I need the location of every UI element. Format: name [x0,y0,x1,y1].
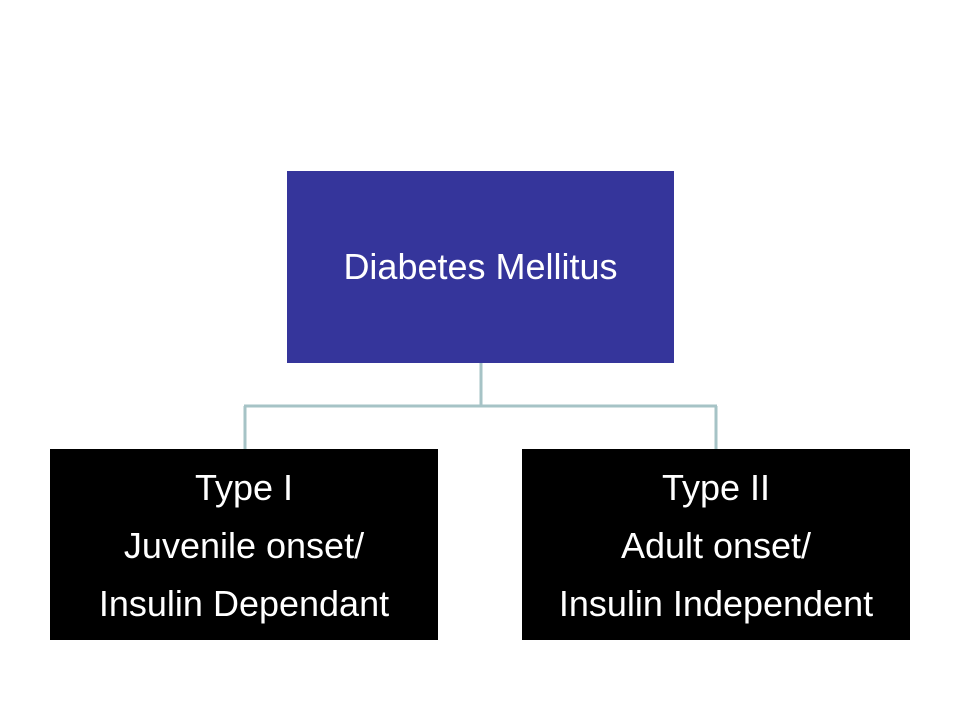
child-node-insulin: Insulin Independent [558,583,874,624]
child-node-title: Type II [661,467,771,508]
child-node-insulin: Insulin Dependant [98,583,390,624]
child-node-onset: Juvenile onset/ [123,525,365,566]
child-node-onset: Adult onset/ [620,525,812,566]
child-node-title: Type I [194,467,294,508]
root-node-diabetes-mellitus: Diabetes Mellitus [287,171,674,363]
root-node-label: Diabetes Mellitus [343,246,618,287]
child-node-type-1: Type I Juvenile onset/ Insulin Dependant [50,449,438,640]
child-node-type-2: Type II Adult onset/ Insulin Independent [522,449,910,640]
